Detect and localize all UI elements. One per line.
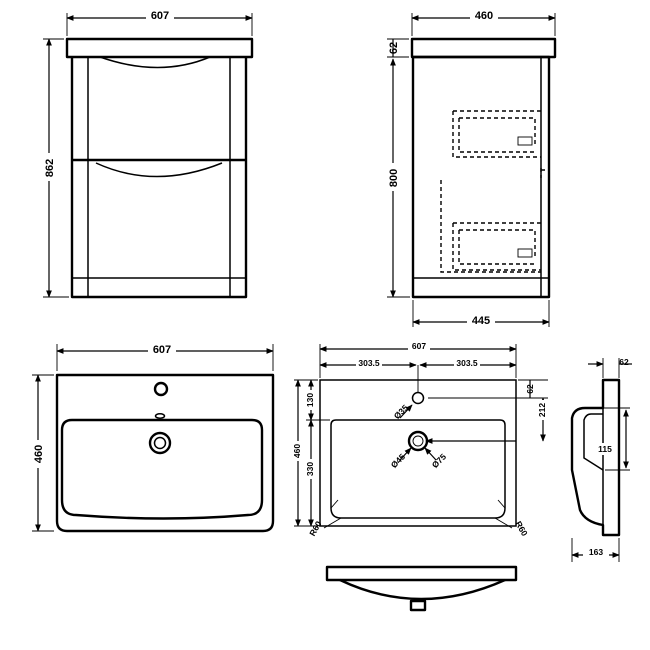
basin-depth-label: 460: [33, 445, 45, 463]
profile-depth-label: 163: [589, 547, 603, 557]
side-profile-shape: [570, 378, 621, 537]
basin-bowl: [60, 418, 264, 520]
corner-radius-right-label: R60: [513, 519, 530, 538]
basin-side-profile: 62 115 163: [570, 357, 632, 562]
basin-outline: [55, 373, 275, 533]
side-cabinet-body: [411, 55, 551, 299]
detail-half-left-label: 303.5: [358, 358, 380, 368]
side-depth-label: 445: [472, 315, 490, 327]
detail-tap-hole: [411, 391, 425, 405]
top-drawer-handle: [99, 56, 211, 69]
profile-height-label: 115: [598, 444, 612, 454]
tap-hole: [153, 381, 169, 397]
corner-radius-left-label: R60: [307, 519, 324, 538]
detail-width-label: 607: [412, 341, 426, 351]
basin-top-view: 607 460: [31, 341, 275, 533]
waste-outlet: [148, 431, 172, 455]
side-view: 460 62 800 445: [386, 8, 557, 327]
detail-waste-outlet: [407, 430, 429, 452]
overflow-slot: [154, 413, 166, 419]
detail-rim-label: 62: [525, 384, 535, 394]
upper-drawer-hidden: [452, 110, 541, 158]
profile-rim-label: 62: [619, 357, 629, 367]
detail-tap-to-bowl-label: 212: [537, 403, 547, 417]
side-width-label: 460: [475, 10, 493, 22]
side-top-slab: [410, 37, 557, 59]
basin-front-profile: [325, 565, 518, 612]
front-width-label: 607: [151, 10, 169, 22]
front-view: 607 862: [42, 8, 254, 299]
basin-detail-view: 607 303.5 303.5 460 130 330 62 212 Ø35 Ø…: [291, 340, 548, 538]
basin-width-label: 607: [153, 344, 171, 356]
detail-half-right-label: 303.5: [456, 358, 478, 368]
detail-tap-offset-label: 130: [305, 393, 315, 407]
profile-waste: [409, 599, 427, 612]
profile-rim: [325, 565, 518, 582]
bottom-drawer-handle: [95, 162, 223, 178]
front-height-label: 862: [44, 159, 56, 177]
detail-bowl-depth-label: 330: [305, 462, 315, 476]
profile-bowl-curve: [339, 578, 506, 601]
tap-hole-diameter-label: Ø35: [392, 402, 411, 421]
side-top-thickness-label: 62: [388, 42, 400, 54]
front-top-slab: [65, 37, 254, 59]
detail-basin-outline: [319, 379, 517, 527]
waste-outer-diameter-label: Ø75: [430, 451, 449, 470]
side-height-label: 800: [388, 169, 400, 187]
lower-drawer-hidden: [452, 222, 541, 271]
detail-basin-bowl: [330, 419, 506, 519]
detail-depth-label: 460: [292, 444, 302, 458]
front-cabinet-body: [70, 57, 248, 299]
